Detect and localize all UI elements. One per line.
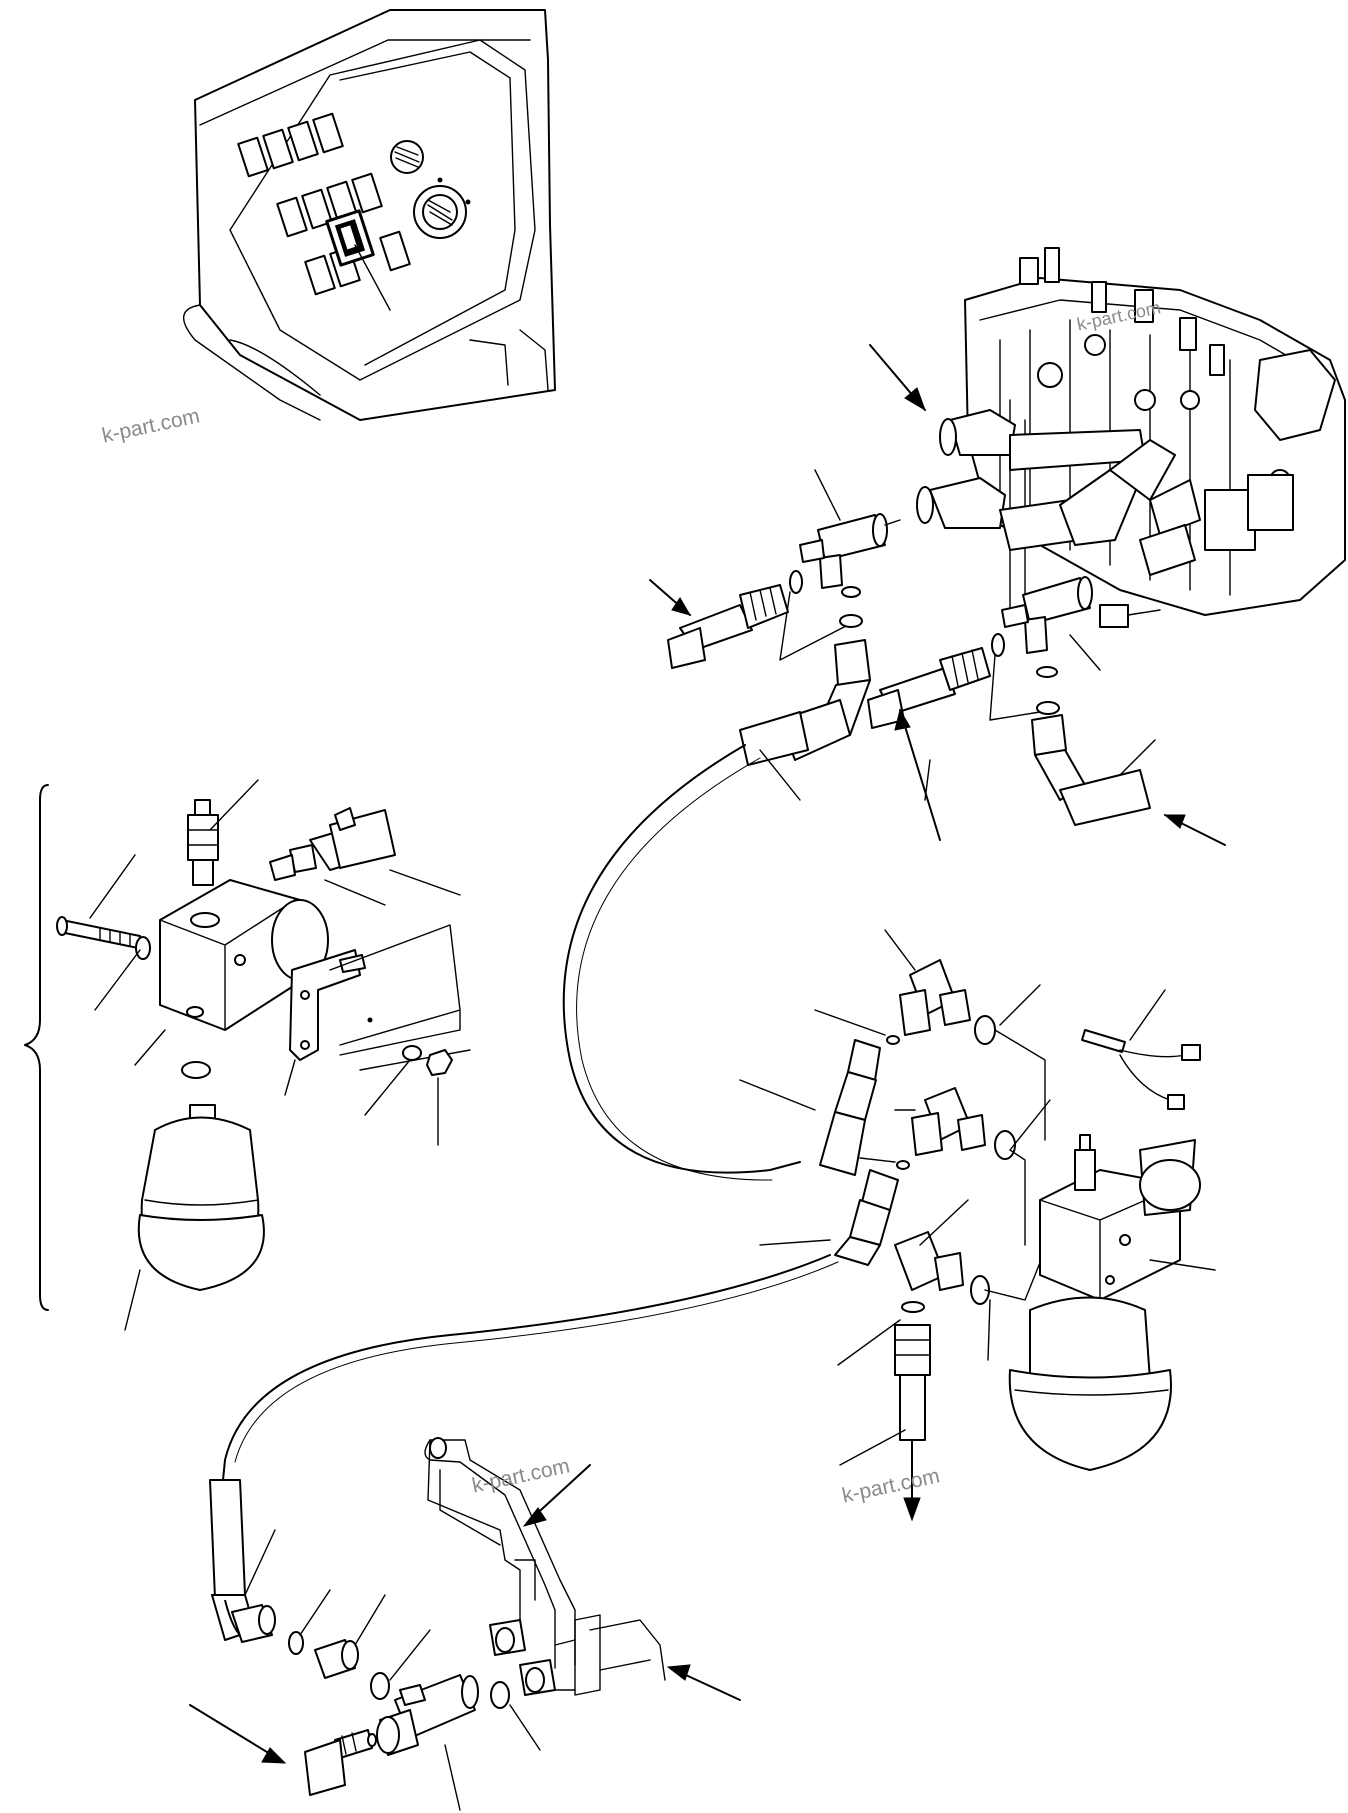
nut-fitting-bottom <box>231 1604 276 1643</box>
arrow-to-coupler <box>899 709 941 841</box>
hose-line-2 <box>221 1254 831 1491</box>
leader-line <box>354 244 391 311</box>
rocker-switch-row-top <box>237 112 344 178</box>
o-ring <box>490 1681 510 1709</box>
accumulator-2 <box>1008 1296 1172 1471</box>
leader-line <box>1119 739 1156 776</box>
o-ring <box>886 1035 900 1045</box>
hose-coupler-lower <box>867 647 991 729</box>
leader-line <box>884 929 1041 1026</box>
leader-line <box>814 1009 886 1036</box>
leader-line <box>759 749 931 801</box>
hose-coupler-upper <box>667 584 789 669</box>
leader-line <box>299 1589 331 1636</box>
mounting-bracket <box>289 949 366 1061</box>
dashboard-panel <box>183 9 556 421</box>
mount-hole <box>367 1017 373 1023</box>
hose-elbow-lower <box>1031 714 1151 826</box>
leader-line <box>919 1199 991 1361</box>
rocker-switch-row-middle <box>276 172 383 238</box>
leader-line <box>444 1744 461 1811</box>
o-ring <box>1036 666 1058 678</box>
hose-elbow-upper <box>739 639 871 766</box>
nut <box>426 1049 453 1076</box>
leader-line <box>134 1029 439 1146</box>
leader-line <box>989 654 1041 721</box>
washer <box>402 1045 422 1061</box>
leader-line <box>1009 1099 1051 1151</box>
pressure-switch-fitting <box>187 799 219 886</box>
solenoid-valve <box>269 807 396 981</box>
o-ring <box>901 1301 925 1313</box>
leader-line <box>1149 1259 1216 1271</box>
leader-line <box>89 854 141 1011</box>
control-valve-bank <box>916 247 1346 628</box>
washer <box>135 936 151 960</box>
mounting-bolt <box>56 916 141 949</box>
leader-line <box>739 1079 816 1111</box>
accumulator-valve-block-2 <box>1039 1134 1201 1301</box>
leader-line <box>389 1629 431 1681</box>
quick-coupler-bottom <box>304 1729 377 1796</box>
o-ring <box>789 570 803 594</box>
adapter-fitting-bottom <box>314 1639 359 1679</box>
knob-icon <box>390 140 424 174</box>
leader-line <box>814 469 841 521</box>
o-ring <box>841 586 861 598</box>
frame-plate <box>329 924 461 1046</box>
leader-line <box>124 1269 141 1331</box>
leader-line <box>837 1319 906 1466</box>
leader-line <box>354 1594 386 1646</box>
o-ring <box>288 1631 304 1655</box>
elbow-fitting-2 <box>911 1087 1016 1160</box>
o-ring <box>1036 701 1060 715</box>
hose-end-fitting-2 <box>834 1169 899 1266</box>
leader-line <box>859 1109 916 1163</box>
leader-line <box>759 1239 831 1246</box>
leader-line <box>209 779 259 831</box>
tee-fitting-lower <box>1001 576 1093 654</box>
elbow-fitting-1 <box>899 959 996 1045</box>
wire-harness-connector <box>1081 1029 1201 1110</box>
accumulator <box>137 1104 265 1291</box>
leader-line <box>324 869 461 906</box>
leader-line <box>509 1704 541 1751</box>
hose-end-fitting-1 <box>819 1039 881 1176</box>
elbow-fitting-3 <box>894 1231 990 1305</box>
hose-line <box>562 744 801 1174</box>
leader-line <box>779 591 847 661</box>
connection-line <box>984 1029 1046 1301</box>
leader-line <box>1069 634 1101 671</box>
o-ring <box>896 1160 910 1170</box>
assembly-bracket <box>24 784 49 1311</box>
arrow-to-coupler <box>189 1704 281 1761</box>
o-ring <box>991 633 1005 657</box>
o-ring <box>370 1672 390 1700</box>
leader-line <box>1129 989 1166 1041</box>
o-ring <box>181 1061 211 1079</box>
o-ring <box>839 614 863 628</box>
tee-fitting-bottom <box>376 1674 479 1756</box>
leader-line <box>244 1529 276 1596</box>
tee-fitting-upper <box>799 513 901 589</box>
accumulator-valve-block <box>159 879 301 1031</box>
hose-end-fitting-3 <box>894 1324 931 1441</box>
frame-piping <box>424 1437 666 1696</box>
highlighted-switch <box>325 209 375 267</box>
rotary-dial-icon <box>413 177 471 239</box>
